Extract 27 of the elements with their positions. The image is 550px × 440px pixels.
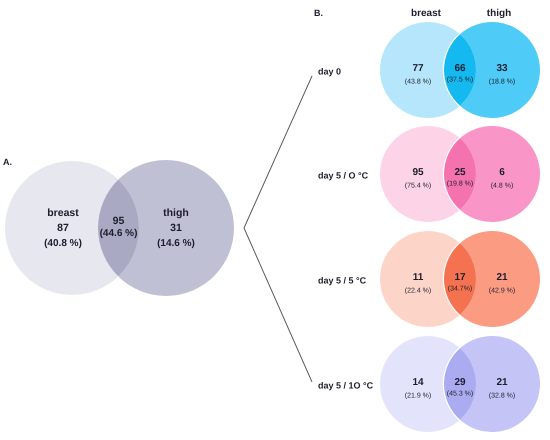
count-value: 14: [412, 378, 424, 388]
count-value: 77: [412, 64, 424, 74]
count-value: 11: [412, 272, 424, 282]
percentage-value: (40.8 %): [44, 238, 82, 248]
count-value: 17: [454, 273, 466, 284]
count-value: 95: [112, 216, 124, 227]
count-value: 33: [496, 64, 508, 74]
percentage-value: (14.6 %): [157, 238, 195, 248]
panel-label: B.: [314, 9, 323, 18]
count-value: 25: [454, 168, 466, 178]
count-value: 21: [496, 272, 508, 282]
count-value: 31: [170, 222, 182, 234]
count-value: 87: [57, 222, 69, 234]
count-value: 95: [412, 168, 424, 178]
set-name: breast: [47, 207, 79, 218]
count-value: 6: [499, 168, 505, 178]
count-value: 21: [496, 378, 508, 388]
count-value: 66: [454, 64, 466, 74]
count-value: 29: [454, 378, 466, 388]
row-label: day 5 / O °C: [318, 172, 368, 180]
column-header: breast: [411, 9, 441, 19]
column-header: thigh: [486, 9, 512, 19]
row-label: day 5 / 5 °C: [318, 276, 366, 286]
percentage-value: (44.6 %): [100, 229, 138, 240]
panel-label: A.: [3, 158, 12, 167]
row-label: day 0: [318, 68, 342, 76]
set-name: thigh: [163, 207, 189, 218]
